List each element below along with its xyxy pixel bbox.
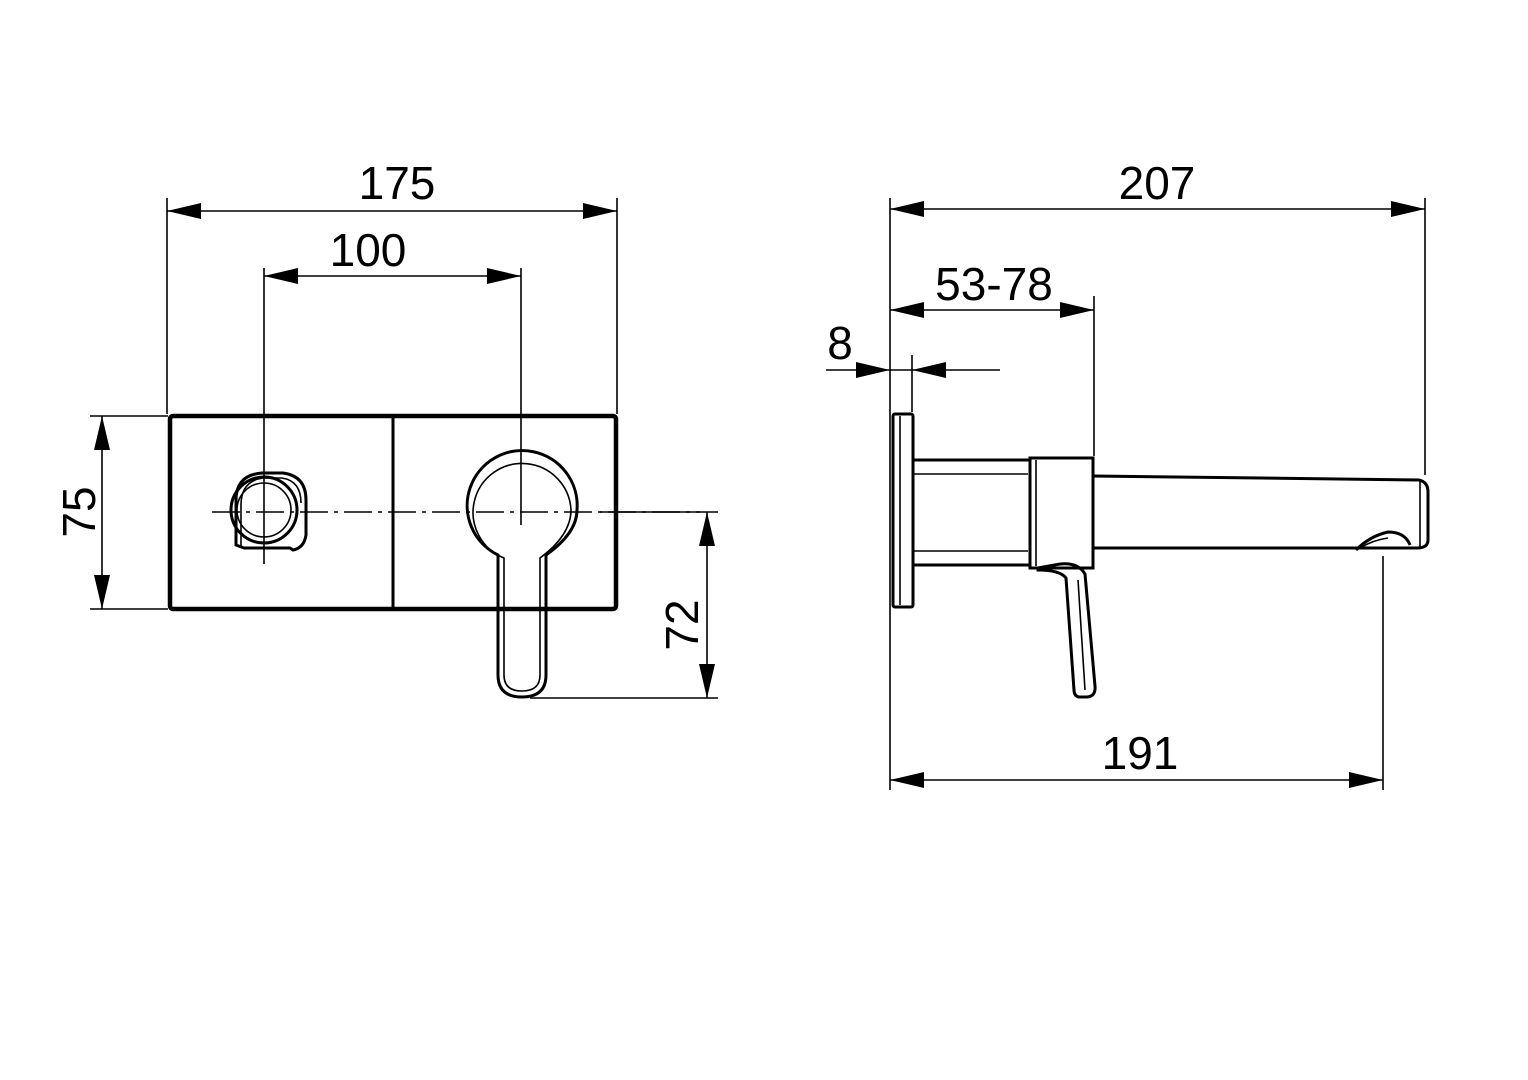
dim-175-label: 175 <box>359 157 436 209</box>
front-view: 175 100 75 72 <box>53 157 718 699</box>
dim-207-label: 207 <box>1119 157 1196 209</box>
side-spout <box>1092 474 1430 552</box>
dim-8: 8 <box>826 317 1000 378</box>
dim-75: 75 <box>53 416 110 609</box>
side-mixer-collar <box>1028 456 1095 570</box>
dim-53-78: 53-78 <box>890 258 1094 318</box>
dim-191: 191 <box>890 727 1383 788</box>
dim-53-78-label: 53-78 <box>935 258 1053 310</box>
dim-72: 72 <box>656 512 715 698</box>
side-lever <box>1036 562 1097 699</box>
dim-100: 100 <box>264 224 521 284</box>
dim-8-label: 8 <box>827 317 853 369</box>
side-view: 207 53-78 8 191 <box>826 157 1430 790</box>
dim-207: 207 <box>890 157 1425 217</box>
dim-191-label: 191 <box>1102 727 1179 779</box>
dim-175: 175 <box>167 157 617 219</box>
side-wall-plate <box>891 412 915 609</box>
dim-75-label: 75 <box>53 486 105 537</box>
mixer-lever <box>465 449 579 699</box>
side-sleeve <box>913 458 1032 567</box>
dim-72-label: 72 <box>656 599 708 650</box>
dim-100-label: 100 <box>330 224 407 276</box>
